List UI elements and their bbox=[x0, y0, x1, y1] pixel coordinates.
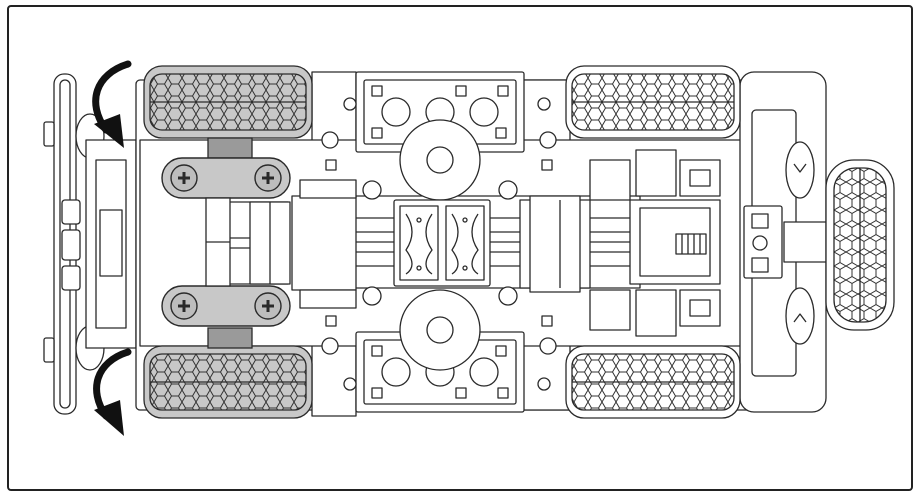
front-bumper bbox=[43, 73, 105, 415]
hub-top bbox=[399, 119, 481, 201]
turn-arrow-bottom bbox=[93, 348, 132, 436]
rear-left-wheel bbox=[565, 65, 741, 139]
turn-arrow-top bbox=[92, 60, 132, 148]
steering-link-bottom bbox=[161, 285, 291, 327]
rear-bumper bbox=[739, 71, 827, 413]
rear-engine-blocks bbox=[519, 149, 721, 337]
front-axle-block bbox=[85, 139, 137, 349]
hub-bottom bbox=[399, 289, 481, 371]
front-right-wheel bbox=[143, 327, 313, 419]
front-plate-bottom bbox=[355, 331, 525, 413]
rear-right-wheel bbox=[565, 345, 741, 419]
front-engine-blocks bbox=[227, 179, 357, 309]
spare-tire bbox=[825, 159, 895, 331]
chassis-studs bbox=[321, 97, 557, 391]
front-plate-top bbox=[355, 71, 525, 153]
center-gearbox bbox=[393, 199, 491, 287]
steering-link-top bbox=[161, 157, 291, 199]
